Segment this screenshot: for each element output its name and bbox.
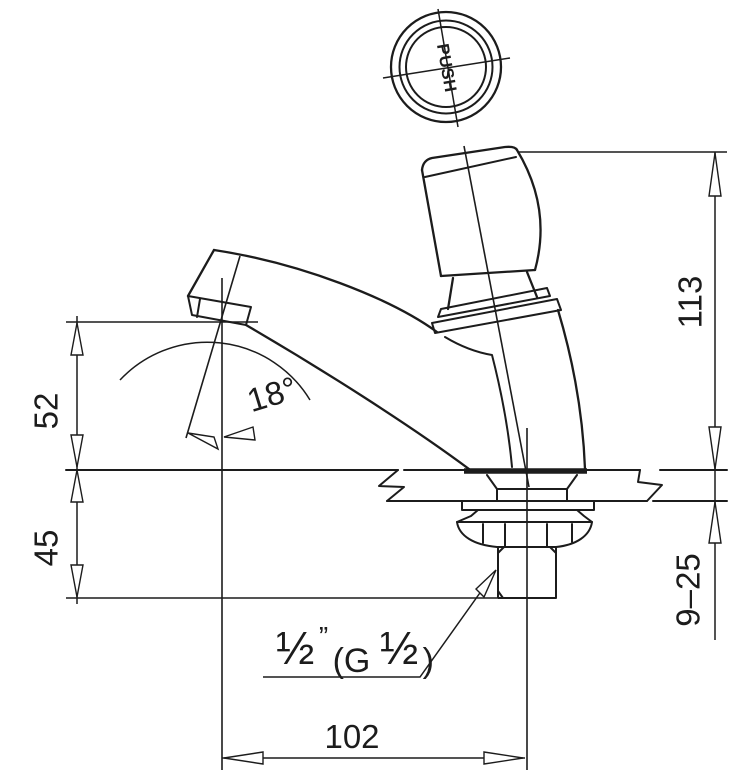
body-axis-centerline <box>463 145 530 488</box>
knob-inner-circle <box>405 26 487 108</box>
nut-collar <box>456 509 593 523</box>
spout-top-edge <box>212 248 439 334</box>
arrow-right-102 <box>483 751 524 765</box>
knob-top-edge <box>420 145 519 172</box>
dimension-graphics <box>66 151 727 765</box>
arrow-arc-right <box>223 426 256 441</box>
body-right-edge <box>556 308 587 471</box>
angle-reference-line <box>185 255 241 439</box>
knob-left-edge <box>420 168 443 278</box>
aerator-inner-line <box>196 298 201 318</box>
dimension-113-label: 113 <box>672 276 709 329</box>
push-label: PUSH <box>433 42 460 94</box>
arrow-down-45-bottom <box>70 564 84 598</box>
arrow-down-52-bottom <box>70 434 84 468</box>
thread-size-label: ½ ” (G ½ ) <box>276 621 434 680</box>
crosshair-horizontal-line <box>382 57 511 79</box>
mounting-deck <box>65 469 728 502</box>
thread-standard-fraction: ½ <box>380 622 418 674</box>
dimension-labels: 52 45 113 9–25 102 18° ½ ” (G ½ ) <box>28 276 709 755</box>
through-deck-shank <box>486 474 578 501</box>
arrow-down-113-bottom <box>708 426 722 470</box>
spout-bottom-edge <box>244 323 471 471</box>
deck-left-break <box>378 469 405 502</box>
nut-facet-lines <box>482 523 573 547</box>
nut-flange <box>461 500 595 511</box>
thread-inch-mark: ” <box>319 621 328 652</box>
arrow-thread-leader <box>474 569 497 599</box>
below-deck-assembly <box>456 474 595 599</box>
dimension-52-label: 52 <box>28 393 65 430</box>
angle-18-label: 18° <box>243 369 302 419</box>
thread-paren-open: (G <box>333 642 380 680</box>
thread-leader-line <box>263 575 493 678</box>
deck-right-break <box>637 469 663 502</box>
knob-middle-circle <box>398 19 494 115</box>
neck-right-edge <box>525 270 539 299</box>
spout-tip-face <box>186 248 216 298</box>
arrow-arc-left <box>187 432 220 451</box>
arrow-up-9-25 <box>708 501 722 544</box>
side-view-faucet <box>186 145 587 474</box>
arrow-up-45-top <box>70 469 84 503</box>
thread-size-fraction: ½ <box>276 622 314 674</box>
angle-arc <box>119 341 311 401</box>
top-view-push-button: PUSH <box>382 8 511 128</box>
arrow-left-102 <box>223 751 264 765</box>
neck-left-edge <box>446 276 455 311</box>
dimension-45-label: 45 <box>28 530 65 567</box>
dimension-9-25-label: 9–25 <box>670 553 707 626</box>
centerlines <box>185 145 530 770</box>
arrow-up-113-top <box>708 152 722 197</box>
dimension-102-label: 102 <box>324 718 379 755</box>
knob-outer-circle <box>389 10 503 124</box>
spout-body-shoulder <box>444 336 513 468</box>
arrow-up-52-top <box>70 322 84 356</box>
knob-top-inner-line <box>424 156 517 178</box>
knob-right-edge <box>515 148 542 272</box>
thread-paren-close: ) <box>423 642 434 680</box>
